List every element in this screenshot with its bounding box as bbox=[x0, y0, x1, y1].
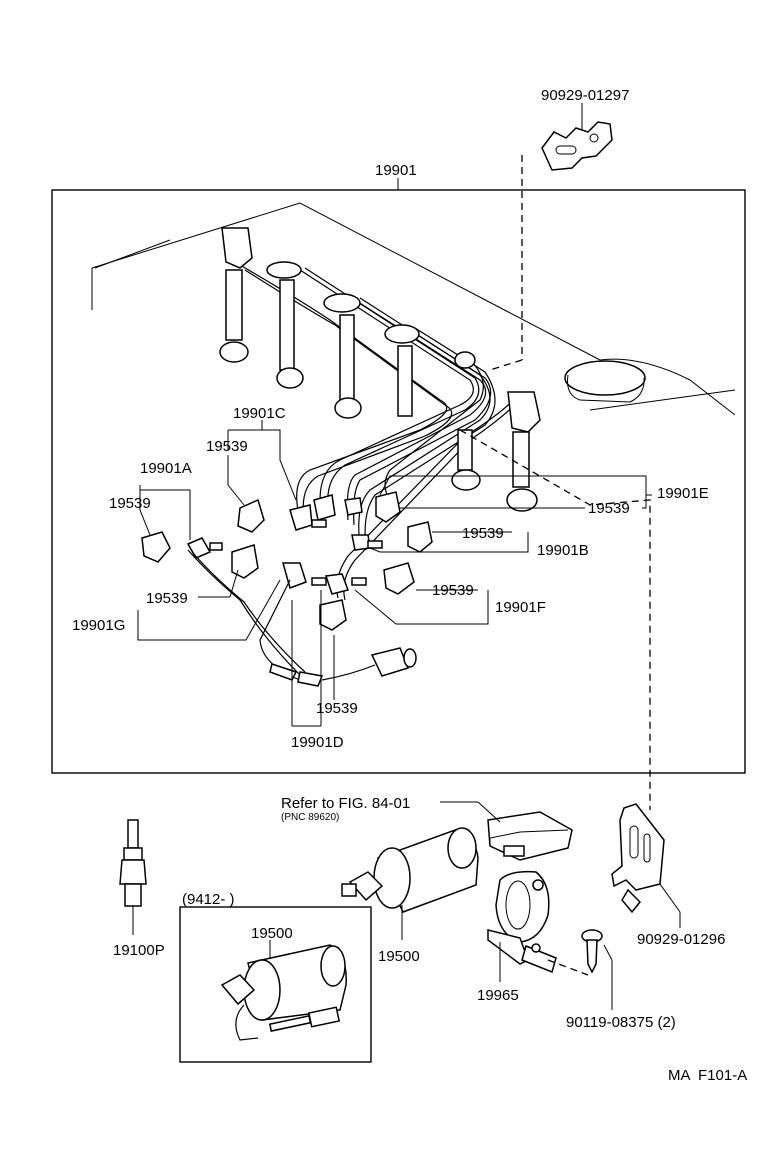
boot-c bbox=[237, 498, 265, 533]
label-boot-g: 19539 bbox=[146, 590, 188, 607]
ignition-coil-variant bbox=[220, 940, 347, 1041]
label-figure-id: MA F101-A bbox=[668, 1067, 747, 1084]
engine-head-outline bbox=[91, 202, 736, 416]
label-boot-a: 19539 bbox=[109, 495, 151, 512]
label-boot-e: 19539 bbox=[588, 500, 630, 517]
label-cord-a: 19901A bbox=[140, 460, 192, 477]
label-variant-box: (9412- ) bbox=[182, 891, 235, 908]
label-clamp-top: 90929-01297 bbox=[541, 87, 629, 104]
label-pnc: (PNC 89620) bbox=[281, 812, 339, 823]
cord-terminals bbox=[282, 494, 383, 595]
leader-lines bbox=[137, 103, 652, 810]
label-clamp-bottom: 90929-01296 bbox=[637, 931, 725, 948]
ignition-coil-main bbox=[341, 827, 479, 940]
label-spark-plug: 19100P bbox=[113, 942, 165, 959]
label-cord-b: 19901B bbox=[537, 542, 589, 559]
plug-cap-1 bbox=[219, 227, 253, 363]
label-cord-set: 19901 bbox=[375, 162, 417, 179]
label-cord-c: 19901C bbox=[233, 405, 286, 422]
ignitor-module bbox=[440, 801, 573, 861]
cord-g-connector bbox=[259, 579, 417, 687]
label-cord-g: 19901G bbox=[72, 617, 125, 634]
label-bracket: 19965 bbox=[477, 987, 519, 1004]
plug-cap-2 bbox=[266, 261, 304, 389]
plug-cap-5 bbox=[451, 351, 481, 491]
bolt bbox=[581, 929, 613, 1010]
label-boot-f: 19539 bbox=[432, 582, 474, 599]
variant-box bbox=[179, 906, 372, 1063]
label-boot-c: 19539 bbox=[206, 438, 248, 455]
label-coil-main: 19500 bbox=[378, 948, 420, 965]
plug-cap-4 bbox=[384, 324, 420, 417]
boot-e bbox=[375, 491, 401, 523]
boot-g bbox=[231, 544, 259, 579]
label-coil-inner: 19500 bbox=[251, 925, 293, 942]
label-cord-d: 19901D bbox=[291, 734, 344, 751]
wire-clamp-bottom bbox=[611, 803, 681, 928]
cord-a-connector bbox=[186, 537, 306, 676]
coil-bracket bbox=[487, 870, 589, 982]
label-refer: Refer to FIG. 84-01 bbox=[281, 795, 410, 812]
boot-d bbox=[319, 599, 347, 631]
boot-b bbox=[407, 521, 433, 553]
plug-cap-3 bbox=[323, 293, 362, 419]
cord-set-frame bbox=[51, 189, 746, 774]
label-boot-d: 19539 bbox=[316, 700, 358, 717]
boot-a bbox=[141, 531, 171, 563]
label-bolt: 90119-08375 (2) bbox=[566, 1014, 676, 1031]
label-boot-b: 19539 bbox=[462, 525, 504, 542]
label-cord-e: 19901E bbox=[657, 485, 709, 502]
label-cord-f: 19901F bbox=[495, 599, 546, 616]
plug-cap-6 bbox=[506, 391, 541, 512]
wire-clamp-top bbox=[541, 121, 613, 171]
spark-plug bbox=[119, 819, 147, 935]
boot-f bbox=[383, 562, 415, 595]
